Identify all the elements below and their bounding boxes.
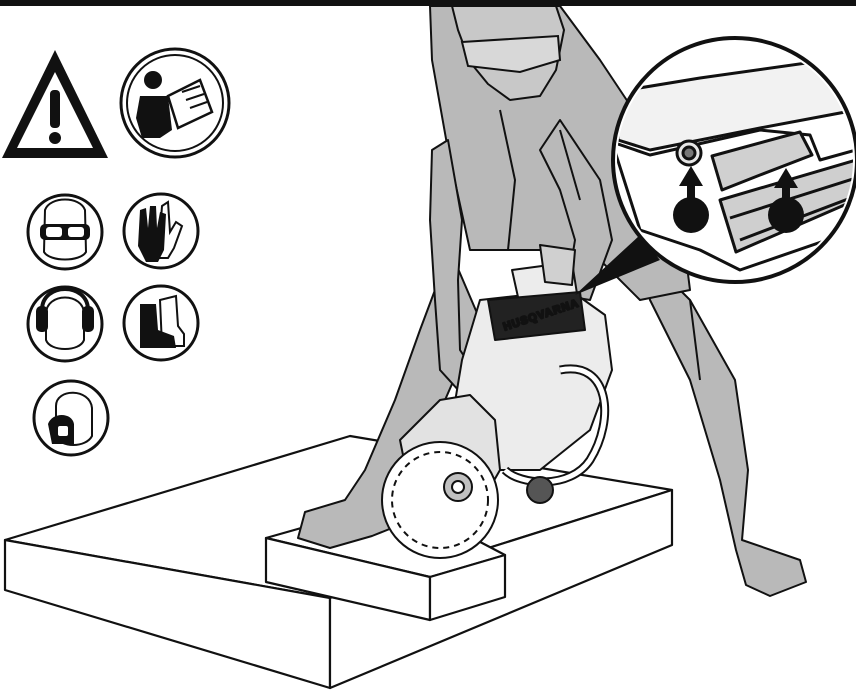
top-bar bbox=[0, 0, 856, 6]
gloves-icon bbox=[124, 194, 198, 268]
hearing-protection-icon bbox=[28, 287, 102, 361]
detail-callout bbox=[575, 38, 856, 295]
cutting-blade bbox=[382, 442, 498, 558]
safety-boots-icon bbox=[124, 286, 198, 360]
respiratory-protection-icon bbox=[34, 381, 108, 455]
eye-protection-icon bbox=[28, 195, 102, 269]
warning-triangle-icon bbox=[2, 50, 108, 158]
read-manual-icon bbox=[121, 49, 229, 157]
